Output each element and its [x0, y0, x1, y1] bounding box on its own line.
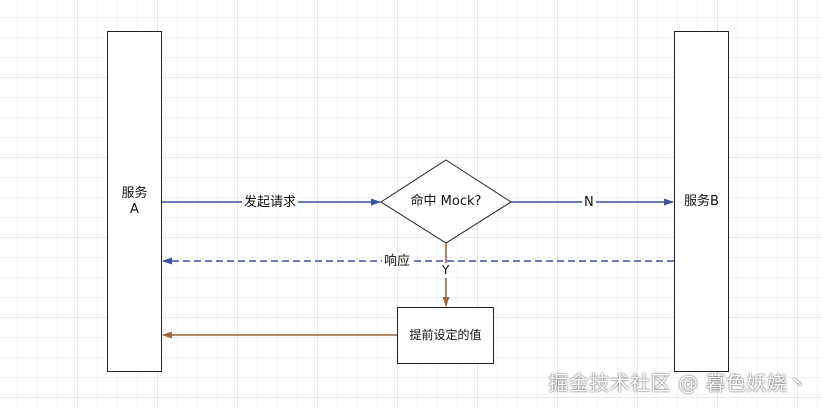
- service-a-label: 服务 A: [107, 186, 162, 218]
- watermark-text: 掘金技术社区 @ 暮色妖娆丶: [548, 371, 808, 395]
- service-a-label-line2: A: [130, 202, 139, 217]
- service-a-box: [107, 31, 162, 372]
- response-label: 响应: [382, 254, 413, 269]
- preset-value-box: [397, 307, 494, 364]
- service-b-label: 服务B: [684, 194, 719, 209]
- send-request-label: 发起请求: [242, 195, 299, 210]
- decision-label: 命中 Mock?: [410, 194, 482, 209]
- no-branch-label: N: [582, 195, 596, 210]
- service-b-box: [674, 31, 729, 372]
- service-a-label-line1: 服务: [121, 186, 148, 201]
- preset-value-label: 提前设定的值: [409, 328, 482, 342]
- yes-branch-label: Y: [440, 263, 452, 278]
